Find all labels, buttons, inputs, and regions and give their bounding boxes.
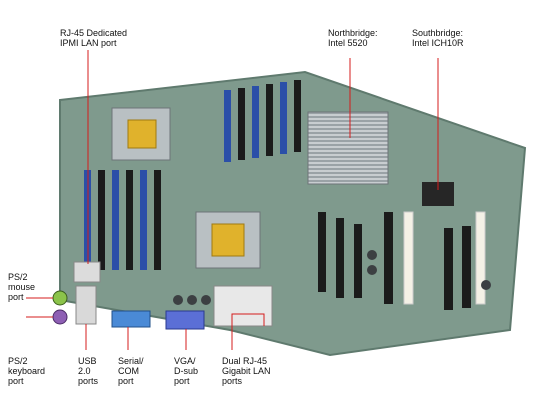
label-usb-ports: USB 2.0 ports bbox=[78, 356, 99, 386]
capacitors bbox=[173, 250, 491, 305]
northbridge-heatsink bbox=[307, 111, 389, 185]
serial-connector bbox=[111, 310, 151, 328]
usb-ports bbox=[75, 285, 97, 325]
label-ps2-mouse-port: PS/2 mouse port bbox=[8, 272, 36, 302]
label-vga-port: VGA/ D-sub port bbox=[174, 356, 199, 386]
label-serial-port: Serial/ COM port bbox=[118, 356, 144, 386]
label-ipmi-lan-port: RJ-45 Dedicated IPMI LAN port bbox=[60, 28, 128, 48]
ps2-keyboard-connector bbox=[52, 309, 68, 325]
label-rj45-lan-ports: Dual RJ-45 Gigabit LAN ports bbox=[222, 356, 271, 386]
rj45-ipmi-port bbox=[73, 261, 101, 283]
expansion-slots bbox=[318, 211, 486, 310]
ps2-mouse-connector bbox=[52, 290, 68, 306]
leader-lines bbox=[26, 50, 439, 350]
label-northbridge: Northbridge: Intel 5520 bbox=[328, 28, 378, 48]
vga-connector bbox=[165, 310, 205, 330]
label-ps2-keyboard-port: PS/2 keyboard port bbox=[8, 356, 46, 386]
rear-io bbox=[52, 261, 273, 330]
dimm-slots-top bbox=[224, 80, 301, 162]
cpu-socket-2 bbox=[195, 211, 261, 269]
cpu-socket-1 bbox=[111, 107, 171, 161]
label-southbridge: Southbridge: Intel ICH10R bbox=[412, 28, 464, 48]
rj45-lan-ports bbox=[213, 285, 273, 327]
